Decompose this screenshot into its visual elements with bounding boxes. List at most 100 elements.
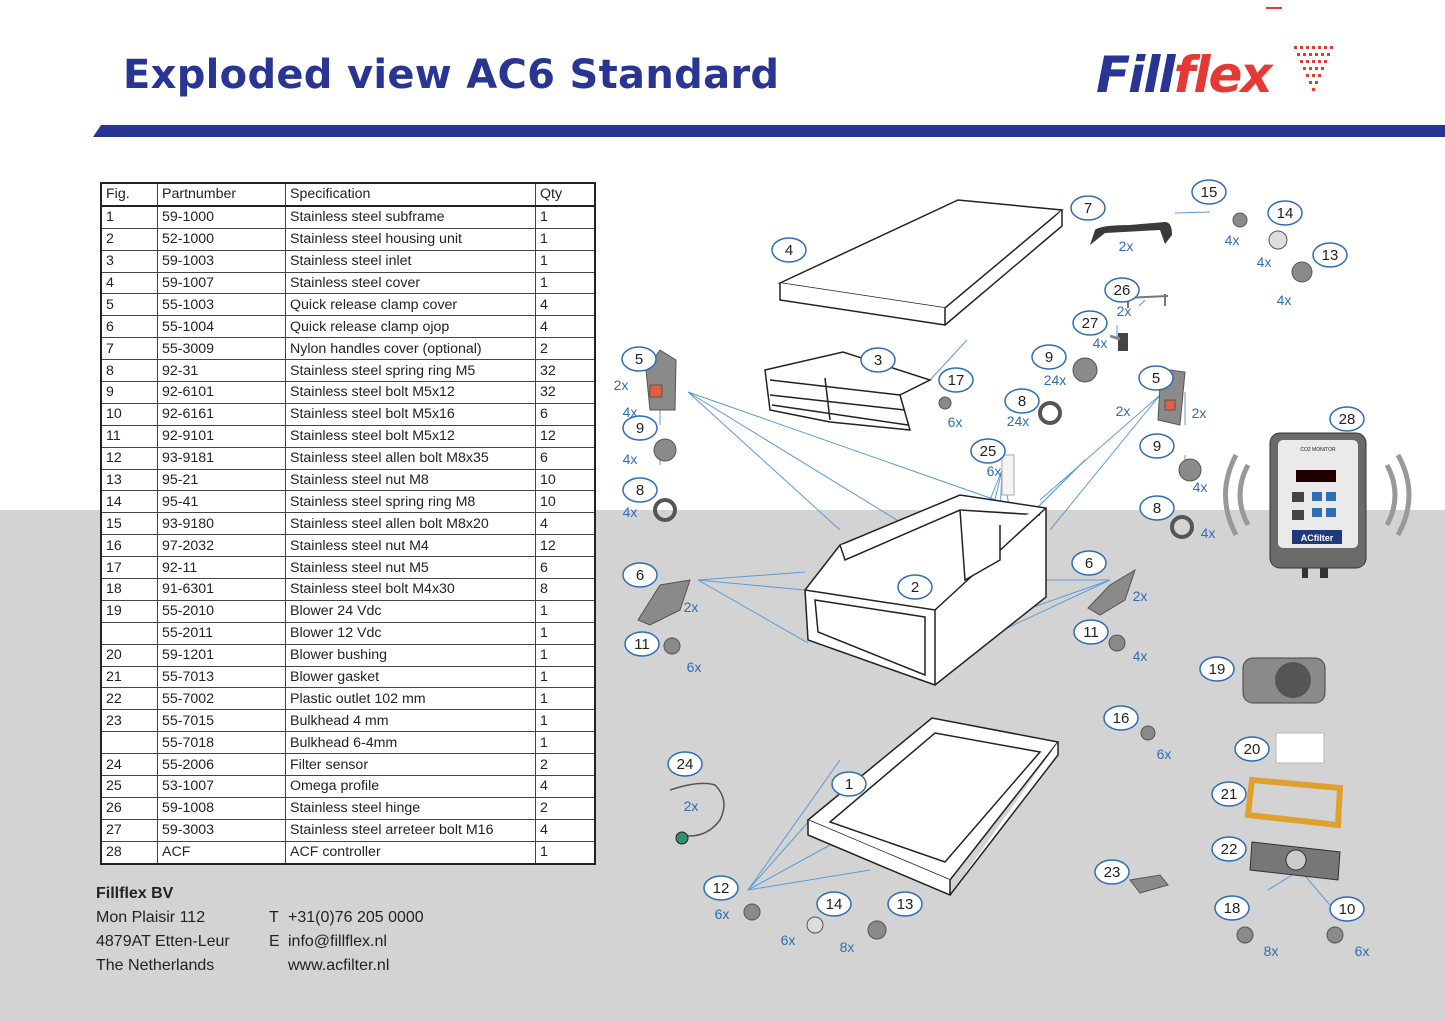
cell-fig: 13: [100, 468, 158, 492]
callout-bubble: [1329, 896, 1365, 922]
callout-bubble: [667, 751, 703, 777]
quantity-label: 4x: [623, 451, 638, 467]
website-link[interactable]: www.acfilter.nl: [288, 957, 390, 974]
cell-specification: Stainless steel bolt M5x16: [285, 402, 536, 426]
address-line-1: Mon Plaisir 112: [96, 909, 206, 926]
callout-number: 18: [1224, 900, 1241, 917]
cell-partnumber: 95-21: [157, 468, 286, 492]
cell-specification: Stainless steel nut M5: [285, 556, 536, 580]
callout-bubble: [622, 477, 658, 503]
cell-fig: 12: [100, 446, 158, 470]
callout-bubble: [1104, 277, 1140, 303]
column-header-partnumber: Partnumber: [157, 182, 286, 207]
quantity-label: 24x: [1007, 413, 1030, 429]
header-divider-bar: [93, 125, 1445, 137]
plastic-outlet: [1249, 841, 1341, 881]
callout-number: 8: [1018, 393, 1026, 410]
cell-partnumber: 59-1003: [157, 249, 286, 273]
cell-fig: 4: [100, 271, 158, 295]
company-name: Fillflex BV: [96, 885, 174, 902]
callout-number: 16: [1113, 710, 1130, 727]
cell-specification: Stainless steel inlet: [285, 249, 536, 273]
quantity-label: 4x: [1093, 335, 1108, 351]
cell-specification: Stainless steel subframe: [285, 205, 536, 229]
address-country: The Netherlands: [96, 957, 215, 974]
cell-qty: 1: [535, 249, 596, 273]
callout-number: 7: [1084, 200, 1092, 217]
cell-qty: 12: [535, 424, 596, 448]
callout-bubble: [1214, 895, 1250, 921]
callout-number: 28: [1339, 411, 1356, 428]
callout-bubble: [1094, 859, 1130, 885]
callout-bubble: [1070, 195, 1106, 221]
quantity-label: 4x: [1257, 254, 1272, 270]
cell-partnumber: 59-1000: [157, 205, 286, 229]
cell-partnumber: 92-9101: [157, 424, 286, 448]
blower-bushing: [1275, 732, 1325, 764]
callout-number: 25: [980, 443, 997, 460]
cell-partnumber: 55-7015: [157, 709, 286, 733]
company-address: Fillflex BV Mon Plaisir 112 4879AT Etten…: [96, 882, 230, 978]
callout-number: 21: [1221, 786, 1238, 803]
cell-specification: Bulkhead 6-4mm: [285, 731, 536, 755]
quantity-label: 4x: [1277, 292, 1292, 308]
callout-number: 26: [1114, 282, 1131, 299]
callout-number: 9: [1153, 438, 1161, 455]
svg-text:CO2 MONITOR: CO2 MONITOR: [1300, 447, 1336, 453]
callout-bubble: [771, 237, 807, 263]
acf-controller: CO2 MONITOR ACfilter: [1223, 432, 1412, 578]
quantity-label: 2x: [614, 377, 629, 393]
callout-number: 23: [1104, 864, 1121, 881]
column-header-specification: Specification: [285, 182, 536, 207]
callout-number: 22: [1221, 841, 1238, 858]
callout-bubble: [1073, 619, 1109, 645]
callout-bubble: [897, 574, 933, 600]
cell-partnumber: 92-31: [157, 359, 286, 383]
callout-bubble: [1211, 836, 1247, 862]
table-header-row: Fig. Partnumber Specification Qty: [100, 182, 596, 207]
callout-number: 27: [1082, 315, 1099, 332]
cell-qty: 1: [535, 271, 596, 295]
cell-fig: 1: [100, 205, 158, 229]
callout-number: 3: [874, 352, 882, 369]
cell-qty: 6: [535, 446, 596, 470]
cell-qty: 2: [535, 337, 596, 361]
cell-fig: 17: [100, 556, 158, 580]
quantity-label: 4x: [623, 404, 638, 420]
callout-bubble: [938, 367, 974, 393]
omega-profile: [1001, 454, 1015, 496]
callout-bubble: [1103, 705, 1139, 731]
cell-specification: Stainless steel nut M4: [285, 534, 536, 558]
quantity-label: 4x: [1201, 525, 1216, 541]
quantity-label: 8x: [1264, 943, 1279, 959]
callout-bubble: [622, 562, 658, 588]
callout-number: 9: [636, 420, 644, 437]
callout-number: 15: [1201, 184, 1218, 201]
cell-partnumber: 55-3009: [157, 337, 286, 361]
callout-number: 13: [897, 896, 914, 913]
nylon-handle: [1090, 222, 1172, 245]
callout-number: 5: [1152, 370, 1160, 387]
email-label: E: [269, 933, 280, 950]
cell-partnumber: 55-1003: [157, 293, 286, 317]
cell-partnumber: 92-6101: [157, 381, 286, 404]
filter-sensor: [669, 782, 725, 845]
cell-partnumber: 59-1008: [157, 796, 286, 820]
hardware-parts: [637, 212, 1344, 944]
quantity-label: 24x: [1044, 372, 1067, 388]
blower: [1242, 657, 1326, 704]
quantity-label: 6x: [1355, 943, 1370, 959]
callout-bubble: [1072, 310, 1108, 336]
cell-qty: 10: [535, 468, 596, 492]
callout-number: 6: [1085, 555, 1093, 572]
arreteer-bolt: [1109, 333, 1128, 351]
